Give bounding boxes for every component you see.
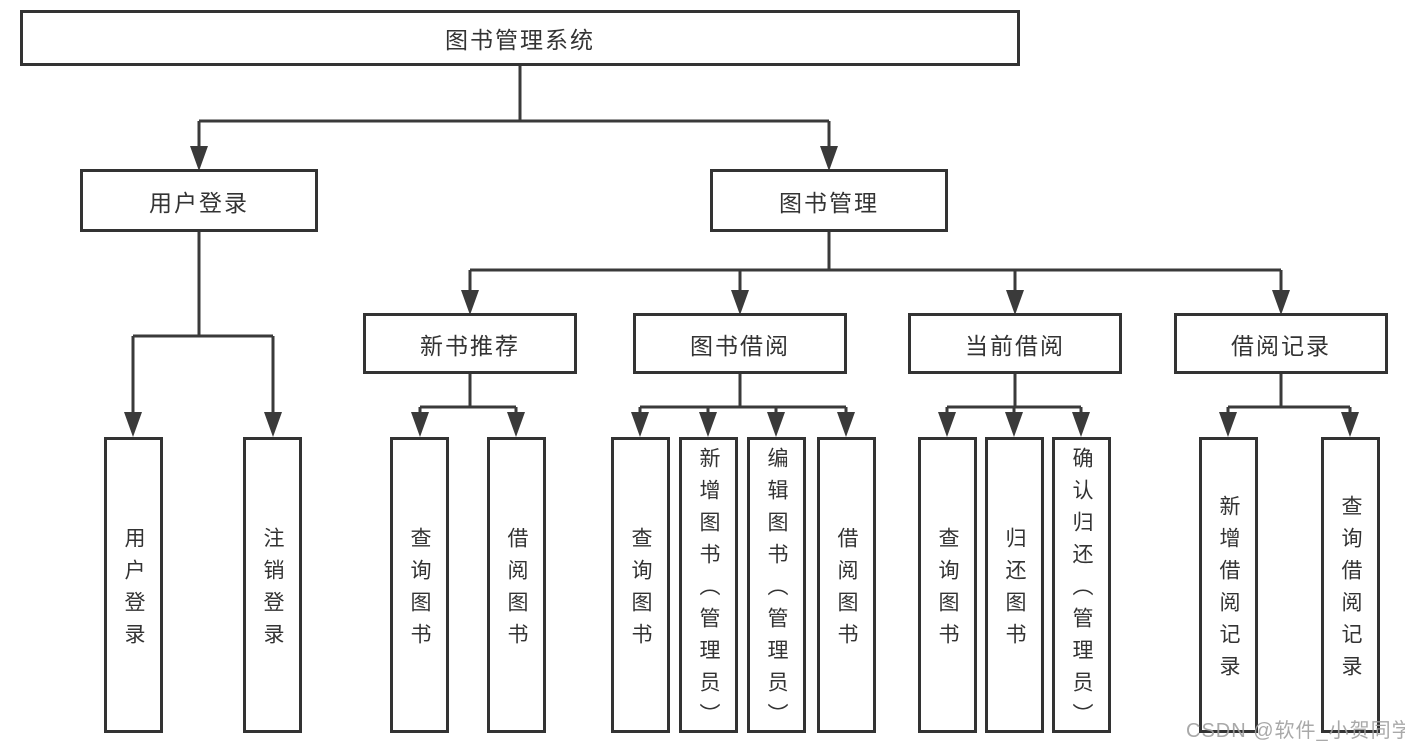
edge-current-borrow-to-leaves bbox=[945, 374, 1083, 414]
node-book-management: 图书管理 bbox=[710, 169, 948, 232]
node-label: 查询图书 bbox=[408, 526, 431, 655]
node-new-book-recommend: 新书推荐 bbox=[363, 313, 577, 374]
edge-book-borrow-to-leaves bbox=[638, 374, 848, 414]
node-root: 图书管理系统 bbox=[20, 10, 1020, 66]
leaf-borrow-edit-books-admin: 编辑图书（管理员） bbox=[747, 437, 806, 735]
node-borrow-record: 借阅记录 bbox=[1174, 313, 1388, 374]
edge-new-book-recommend-to-leaves bbox=[418, 374, 518, 414]
node-label: 用户登录 bbox=[122, 526, 145, 655]
edge-user-login-to-leaves bbox=[131, 232, 275, 414]
leaf-borrow-borrow-books: 借阅图书 bbox=[817, 437, 876, 733]
node-label: 归还图书 bbox=[1003, 526, 1026, 655]
node-label: 当前借阅 bbox=[965, 332, 1065, 359]
node-label: 新书推荐 bbox=[420, 332, 520, 359]
node-label: 图书管理 bbox=[779, 189, 879, 216]
watermark: CSDN @软件_小贺同学 bbox=[1186, 720, 1405, 742]
node-label: 注销登录 bbox=[261, 526, 284, 655]
leaf-recommend-query-books: 查询图书 bbox=[390, 437, 449, 733]
node-current-borrow: 当前借阅 bbox=[908, 313, 1122, 374]
leaf-logout: 注销登录 bbox=[243, 437, 302, 733]
arrowheads bbox=[124, 146, 1359, 437]
leaf-current-return-books: 归还图书 bbox=[985, 437, 1044, 733]
edge-root-to-level2 bbox=[197, 66, 831, 148]
node-label: 图书管理系统 bbox=[445, 27, 595, 53]
node-label: 借阅记录 bbox=[1231, 332, 1331, 359]
node-user-login: 用户登录 bbox=[80, 169, 318, 232]
node-label: 确认归还（管理员） bbox=[1070, 446, 1093, 735]
node-label: 查询图书 bbox=[629, 526, 652, 655]
node-label: 查询图书 bbox=[936, 526, 959, 655]
node-label: 图书借阅 bbox=[690, 332, 790, 359]
node-book-borrow: 图书借阅 bbox=[633, 313, 847, 374]
node-label: 查询借阅记录 bbox=[1339, 494, 1362, 687]
node-label: 借阅图书 bbox=[505, 526, 528, 655]
node-label: 用户登录 bbox=[149, 189, 249, 216]
edge-book-management-to-level3 bbox=[468, 232, 1283, 292]
leaf-record-query-borrow-record: 查询借阅记录 bbox=[1321, 437, 1380, 733]
edge-borrow-record-to-leaves bbox=[1226, 374, 1352, 414]
node-label: 借阅图书 bbox=[835, 526, 858, 655]
leaf-recommend-borrow-books: 借阅图书 bbox=[487, 437, 546, 733]
node-label: 新增图书（管理员） bbox=[697, 446, 720, 735]
leaf-borrow-add-books-admin: 新增图书（管理员） bbox=[679, 437, 738, 735]
leaf-record-add-borrow-record: 新增借阅记录 bbox=[1199, 437, 1258, 733]
leaf-borrow-query-books: 查询图书 bbox=[611, 437, 670, 733]
leaf-user-login: 用户登录 bbox=[104, 437, 163, 733]
leaf-current-query-books: 查询图书 bbox=[918, 437, 977, 733]
leaf-current-confirm-return-admin: 确认归还（管理员） bbox=[1052, 437, 1111, 735]
node-label: 编辑图书（管理员） bbox=[765, 446, 788, 735]
node-label: 新增借阅记录 bbox=[1217, 494, 1240, 687]
